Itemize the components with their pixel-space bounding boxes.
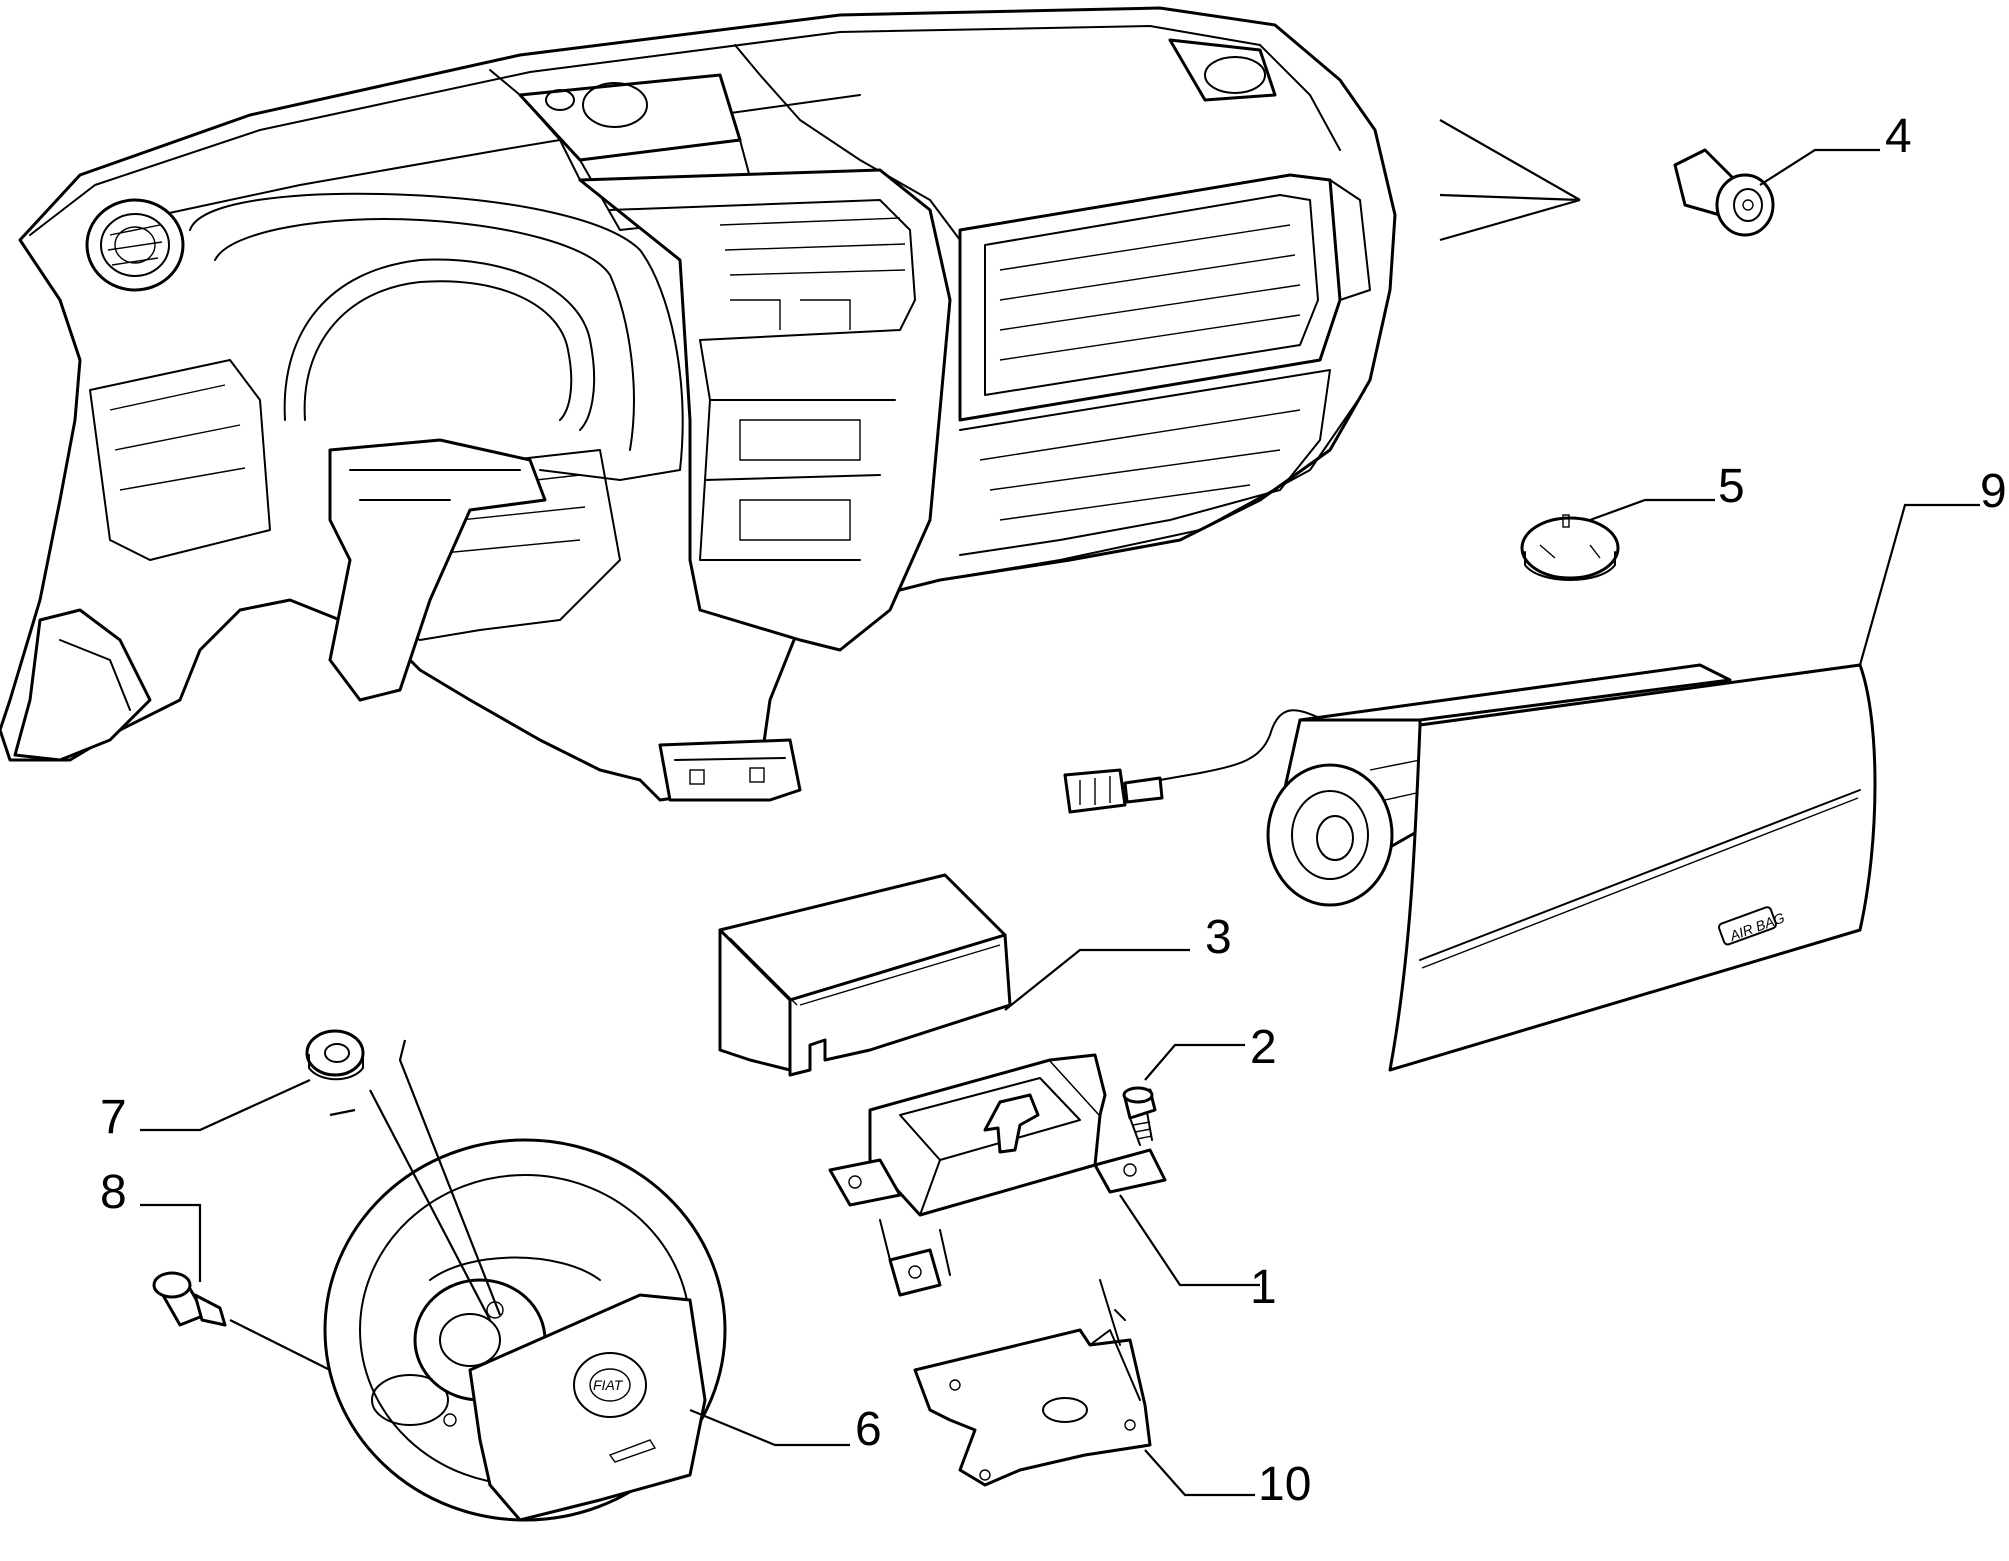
callout-4: 4 [1885,110,1912,163]
part-8-bolt [140,1203,331,1371]
callout-labels: 1 2 3 4 5 6 7 8 9 10 [100,110,2007,1511]
part-10-bracket [913,1279,1255,1497]
callout-6: 6 [855,1403,882,1456]
part-7-washer [140,1029,502,1321]
callout-5: 5 [1718,460,1745,513]
callout-10: 10 [1258,1458,1311,1511]
part-3-cover [718,873,1190,1077]
part-6-driver-airbag: FIAT [468,1293,850,1522]
dashboard-assembly [0,6,1397,802]
part-4-switch [1439,119,1880,242]
wheel-badge: FIAT [593,1377,624,1393]
callout-8: 8 [100,1166,127,1219]
callout-7: 7 [100,1091,127,1144]
part-9-passenger-airbag: AIR BAG [1063,503,1980,1072]
callout-9: 9 [1980,465,2007,518]
part-1-control-unit [828,1053,1260,1297]
part-5-cap [1520,498,1715,581]
part-2-bolt [1122,1043,1245,1146]
callout-2: 2 [1250,1021,1277,1074]
callout-3: 3 [1205,911,1232,964]
callout-1: 1 [1250,1261,1277,1314]
